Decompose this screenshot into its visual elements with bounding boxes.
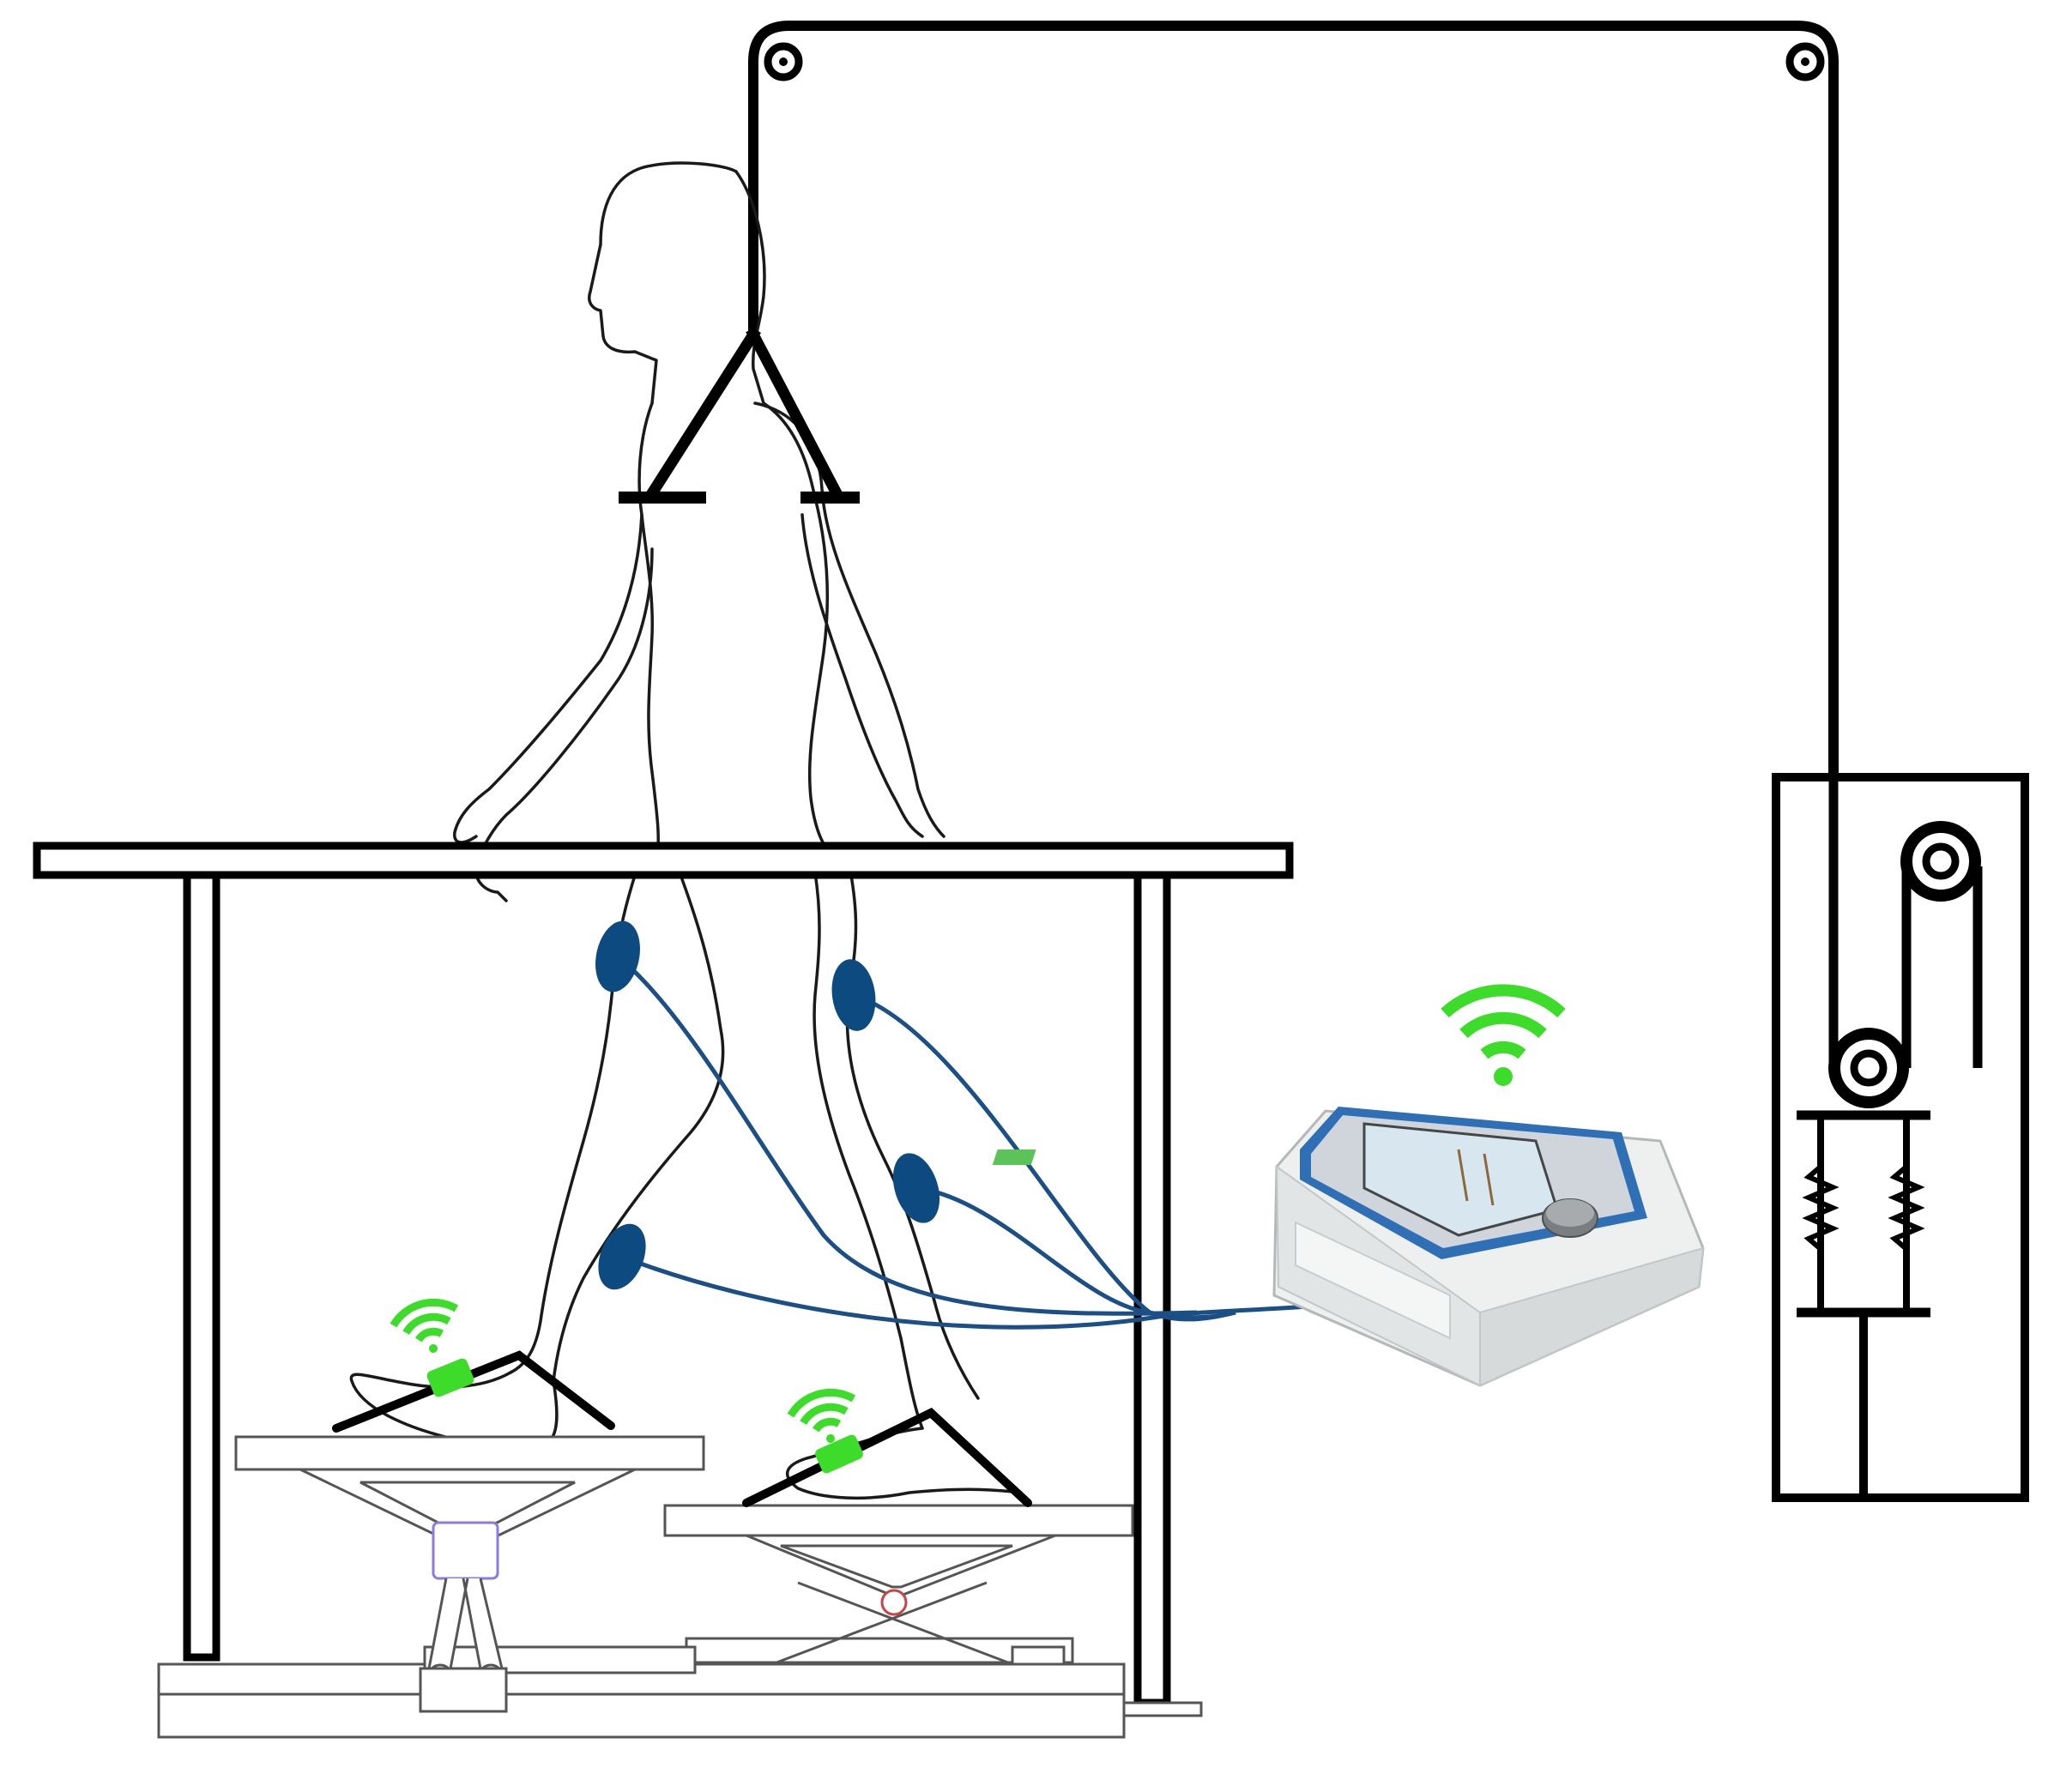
- spring-icon: [1802, 1164, 1840, 1252]
- actuator-block: [432, 1521, 499, 1580]
- stimulation-device: [992, 1107, 1705, 1387]
- spring-icon: [1888, 1164, 1925, 1252]
- foot-plate-left: [234, 1435, 705, 1471]
- electrode-icon: [831, 959, 876, 1031]
- foot-plate-right: [663, 1504, 1134, 1537]
- parallel-handrail: [33, 842, 1294, 1707]
- wifi-icon: [1441, 984, 1566, 1086]
- base-platform: [157, 1637, 1203, 1739]
- foot-brace-right: [742, 1408, 1032, 1507]
- patient-silhouette: [349, 161, 1023, 1500]
- device-screen: [1362, 1122, 1559, 1237]
- pulley-icon: [1828, 1028, 1909, 1108]
- electrodes: [595, 920, 940, 1290]
- wifi-icon: [390, 1298, 459, 1353]
- counterweight-housing: [1772, 773, 2029, 1502]
- electrode-icon: [892, 1153, 940, 1223]
- handrail-top-bar: [33, 842, 1294, 879]
- handrail-right-post: [1133, 871, 1171, 1707]
- electrode-icon: [595, 920, 640, 993]
- torso-front: [637, 401, 660, 864]
- front-leg: [809, 848, 980, 1430]
- counterweight-unit: [1772, 773, 2029, 1502]
- base-rail: [157, 1662, 1126, 1739]
- foot-sensor-right: [815, 1434, 863, 1474]
- wifi-icon: [787, 1388, 856, 1443]
- scissor-pivot: [880, 1589, 908, 1616]
- overhead-support-frame: [748, 21, 1839, 782]
- foot-platform-left: [234, 1435, 705, 1713]
- top-pulley-left: [764, 42, 803, 81]
- handrail-left-post: [183, 871, 221, 1662]
- head-outline: [588, 161, 738, 405]
- pulley-icon: [1900, 821, 1981, 902]
- foot-platform-right: [663, 1504, 1134, 1666]
- foot-sensor-left: [426, 1358, 474, 1397]
- scissor-lift: [771, 1581, 1013, 1666]
- top-pulley-right: [1785, 42, 1825, 81]
- frame-cable: [748, 21, 1839, 782]
- torso-back: [807, 496, 843, 868]
- front-arm: [753, 401, 945, 838]
- electrode-icon: [598, 1223, 646, 1290]
- body-weight-harness: [619, 327, 860, 504]
- foot-brace-left: [332, 1350, 615, 1433]
- counterweight-cable: [1828, 777, 1983, 1068]
